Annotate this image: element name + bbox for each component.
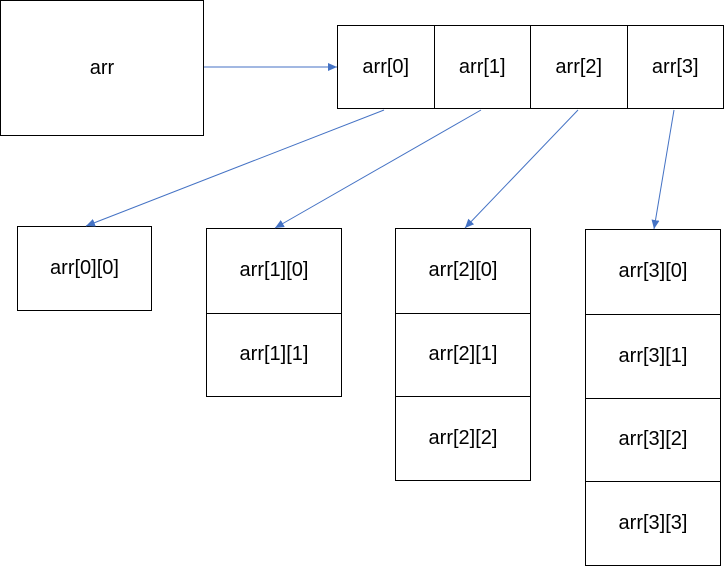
element-label: arr[1][1] [239,343,309,366]
element-cell: arr[0][0] [18,227,151,310]
element-label: arr[3][0] [618,260,688,283]
element-label: arr[0][0] [50,257,119,279]
element-label: arr[2][2] [428,427,498,450]
pointer-cell-label: arr[3] [651,55,699,78]
arrow-arr1-to-sub-array-1 [274,109,482,229]
element-cell: arr[1][0] [207,229,341,313]
pointer-cell-3: arr[3] [626,26,724,108]
pointer-cell-label: arr[2] [555,55,603,78]
element-label: arr[3][2] [618,428,688,451]
sub-array-1: arr[1][0] arr[1][1] [206,228,342,397]
element-cell: arr[2][0] [396,229,530,313]
element-label: arr[2][1] [428,343,498,366]
element-cell: arr[3][0] [586,230,720,314]
element-cell: arr[3][1] [586,313,720,398]
element-cell: arr[2][1] [396,312,530,397]
arrow-arr3-to-sub-array-3 [651,109,675,230]
arrow-arr2-to-sub-array-2 [464,109,579,229]
pointer-cell-0: arr[0] [338,26,434,108]
pointer-array: arr[0] arr[1] arr[2] arr[3] [337,25,724,109]
element-cell: arr[3][2] [586,397,720,482]
sub-array-3: arr[3][0] arr[3][1] arr[3][2] arr[3][3] [585,229,721,566]
arr-variable-box: arr [0,0,204,136]
pointer-cell-2: arr[2] [530,26,627,108]
element-cell: arr[3][3] [586,481,720,565]
element-cell: arr[2][2] [396,396,530,480]
sub-array-2: arr[2][0] arr[2][1] arr[2][2] [395,228,531,481]
element-label: arr[1][0] [239,259,309,282]
pointer-cell-1: arr[1] [433,26,531,108]
element-cell: arr[1][1] [207,312,341,397]
element-label: arr[3][1] [618,344,688,367]
pointer-cell-label: arr[1] [458,55,506,78]
arr-variable-label: arr [89,57,115,79]
element-label: arr[3][3] [618,512,688,535]
element-label: arr[2][0] [428,259,498,282]
sub-array-0: arr[0][0] [17,226,152,311]
pointer-cell-label: arr[0] [362,55,410,78]
